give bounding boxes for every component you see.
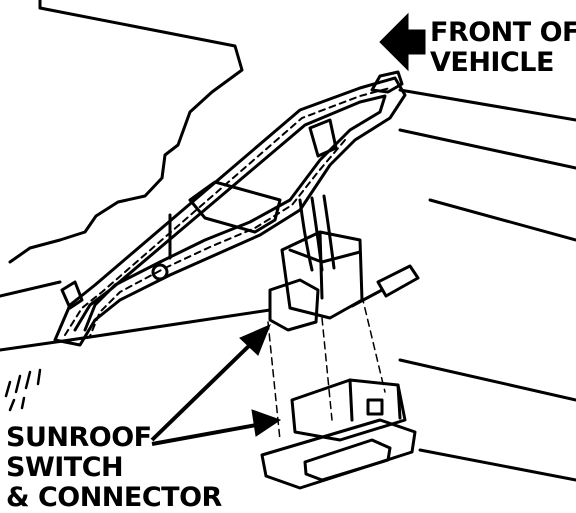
hatch-marks [4,368,42,412]
switch-bracket [290,378,407,442]
arrow-left-icon [379,12,426,72]
roof-panel-line-bottom [0,308,272,352]
harness-mount-hole [151,263,169,281]
switch-tab [366,398,384,416]
harness-clip-front [370,70,404,94]
projection-line-mid [321,317,333,421]
harness-clip-rear [60,280,84,310]
center-bracket [188,180,282,234]
projection-line-right [361,295,386,393]
harness-frame-outer [53,76,407,347]
front-label-line1: FRONT OF [430,17,576,48]
callout-arrowhead-upper [239,324,271,356]
callout-arrowhead-lower [251,409,282,437]
switch-bracket-back [348,378,402,422]
front-label-line2: VEHICLE [430,47,554,78]
roof-panel-line-mid [398,128,576,170]
floor-line-right [398,358,576,402]
connector-plug [268,278,320,332]
harness-wire-channel [64,87,391,336]
floor-line-right-lower [418,448,576,482]
screwdriver-handle [376,264,420,298]
switch-bezel [260,418,417,490]
callout-arrow-upper [150,338,257,442]
screwdriver-shaft [350,288,384,308]
harness-wire-channel-2 [89,139,346,337]
callout-line1: SUNROOF [6,422,152,453]
roof-panel-line-upper [398,88,576,122]
wire-bundle [298,194,336,272]
switch-button [303,438,392,482]
callout-line3: & CONNECTOR [6,482,222,513]
callout-line2: SWITCH [6,452,124,483]
roof-panel-line-left [0,280,62,298]
headliner-edge [8,6,244,264]
harness-frame-inner [73,94,387,332]
front-of-vehicle-label: FRONT OF VEHICLE [430,18,576,78]
sunroof-switch-callout: SUNROOF SWITCH & CONNECTOR [6,423,222,513]
callout-arrow-lower [151,422,263,446]
harness-clip-mid [308,118,338,158]
roof-panel-line-lower [428,198,576,242]
